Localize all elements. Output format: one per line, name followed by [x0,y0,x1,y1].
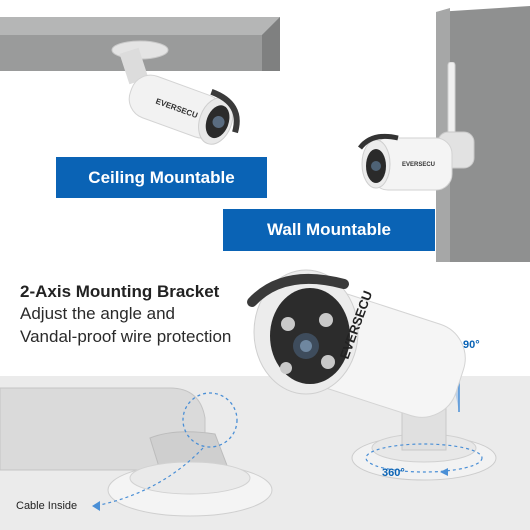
cable-inside-label: Cable Inside [16,500,78,512]
svg-text:EVERSECU: EVERSECU [402,162,435,168]
rotation-angle-label: 360° [382,467,405,479]
wall-camera-image: EVERSECU [358,62,475,191]
ceiling-camera-image: EVERSECU [111,40,240,145]
bracket-camera-closeup-image: EVERSECU [247,269,497,481]
bracket-description-line-1: Adjust the angle and [20,304,176,323]
bracket-description-line-2: Vandal-proof wire protection [20,327,232,346]
bracket-title: 2-Axis Mounting Bracket [20,282,220,301]
mount-base-closeup-image [0,387,273,517]
ceiling-mountable-banner: Ceiling Mountable [56,157,267,198]
tilt-angle-label: 90° [463,339,480,351]
wall-mountable-banner: Wall Mountable [223,209,435,251]
